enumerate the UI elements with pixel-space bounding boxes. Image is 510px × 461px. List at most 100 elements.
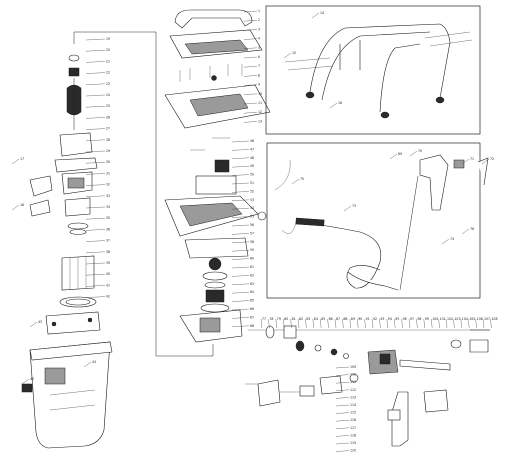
part-number-label: 43: [38, 320, 42, 324]
part-number-label: 75: [300, 177, 304, 181]
callout-leader: [11, 158, 20, 165]
callout-leader: [85, 229, 106, 231]
callout-leader: [379, 318, 381, 329]
part-number-label: 16: [338, 101, 342, 105]
part-number-label: 5: [258, 46, 260, 50]
part-number-label: 47: [250, 147, 254, 151]
part-number-label: 90: [358, 317, 362, 321]
part-number-label: 24: [106, 93, 110, 97]
part-number-label: 73: [352, 204, 356, 208]
part-number-label: 26: [106, 115, 110, 119]
part-number-label: 29: [106, 149, 110, 153]
callout-leader: [290, 318, 292, 329]
callout-leader: [231, 250, 250, 252]
part-number-label: 72: [490, 157, 494, 161]
callout-leader: [243, 56, 258, 59]
callout-leader: [409, 150, 418, 157]
callout-leader: [311, 12, 320, 19]
part-number-label: 25: [106, 104, 110, 108]
callout-leader: [85, 50, 106, 52]
motor-stack: [29, 54, 98, 308]
callout-leader: [231, 224, 250, 227]
part-number-label: 61: [250, 265, 254, 269]
callout-leader: [481, 158, 490, 165]
callout-leader: [231, 266, 250, 269]
part-number-label: 79: [277, 317, 281, 321]
part-number-label: 89: [351, 317, 355, 321]
callout-leader: [335, 420, 350, 422]
part-number-label: 41: [106, 283, 110, 287]
part-number-label: 93: [380, 317, 384, 321]
part-number-label: 27: [106, 127, 110, 131]
callout-leader: [461, 228, 470, 235]
callout-leader: [389, 153, 398, 160]
part-number-label: 116: [350, 418, 356, 422]
callout-leader: [21, 378, 30, 385]
callout-leader: [243, 121, 258, 123]
callout-leader: [85, 83, 106, 85]
part-number-label: 100: [432, 317, 438, 321]
callout-leader: [243, 29, 258, 31]
part-number-label: 97: [410, 317, 414, 321]
part-number-label: 21: [106, 59, 110, 63]
callout-leader: [85, 72, 106, 74]
callout-leader: [231, 216, 250, 218]
part-number-label: 112: [350, 388, 356, 392]
callout-leader: [394, 318, 396, 329]
part-number-label: 64: [250, 290, 254, 294]
part-number-label: 59: [250, 248, 254, 252]
callout-leader: [85, 240, 106, 242]
part-number-label: 67: [250, 315, 254, 319]
callout-leader: [85, 128, 106, 130]
callout-leader: [342, 318, 344, 329]
part-number-label: 31: [106, 171, 110, 175]
part-number-label: 51: [250, 181, 254, 185]
callout-leader: [335, 374, 350, 376]
callout-leader: [85, 184, 106, 186]
callout-leader: [231, 275, 250, 277]
callout-leader: [408, 318, 411, 329]
part-number-label: 34: [106, 205, 110, 209]
part-number-label: 106: [477, 317, 483, 321]
part-number-label: 78: [269, 317, 273, 321]
part-number-label: 53: [250, 198, 254, 202]
part-number-label: 98: [417, 317, 421, 321]
part-number-label: 118: [350, 433, 356, 437]
part-number-label: 33: [106, 194, 110, 198]
callout-leader: [231, 208, 250, 210]
assembly-guide-line: [73, 31, 214, 357]
part-number-label: 109: [350, 365, 356, 369]
callout-leader: [85, 117, 106, 119]
part-number-label: 52: [250, 189, 254, 193]
part-number-label: 102: [447, 317, 453, 321]
part-number-label: 105: [469, 317, 475, 321]
part-number-label: 6: [258, 55, 260, 59]
callout-leader: [357, 318, 359, 329]
callout-leader: [260, 318, 263, 329]
callout-leader: [231, 149, 250, 151]
callout-leader: [335, 382, 350, 384]
part-number-label: 15: [292, 51, 296, 55]
part-number-label: 46: [250, 139, 254, 143]
callout-leader: [85, 206, 106, 209]
callout-leader: [231, 199, 250, 201]
part-number-label: 3: [258, 27, 260, 31]
part-number-label: 92: [373, 317, 377, 321]
hopper-assembly: [21, 311, 113, 449]
callout-leader: [423, 318, 425, 329]
callout-leader: [231, 258, 250, 260]
callout-leader: [243, 84, 258, 86]
cart-frame-box: [265, 5, 481, 135]
part-number-label: 8: [258, 73, 260, 77]
part-number-label: 57: [250, 231, 254, 235]
callout-leader: [416, 318, 418, 329]
part-number-label: 9: [258, 83, 260, 87]
part-number-label: 86: [329, 317, 333, 321]
callout-leader: [335, 404, 350, 407]
callout-labels: 1234567891011121314151619202122232425262…: [11, 9, 497, 453]
part-number-label: 94: [388, 317, 392, 321]
callout-leader: [335, 412, 350, 414]
callout-leader: [85, 106, 106, 108]
callout-leader: [243, 102, 258, 105]
part-number-label: 107: [484, 317, 490, 321]
